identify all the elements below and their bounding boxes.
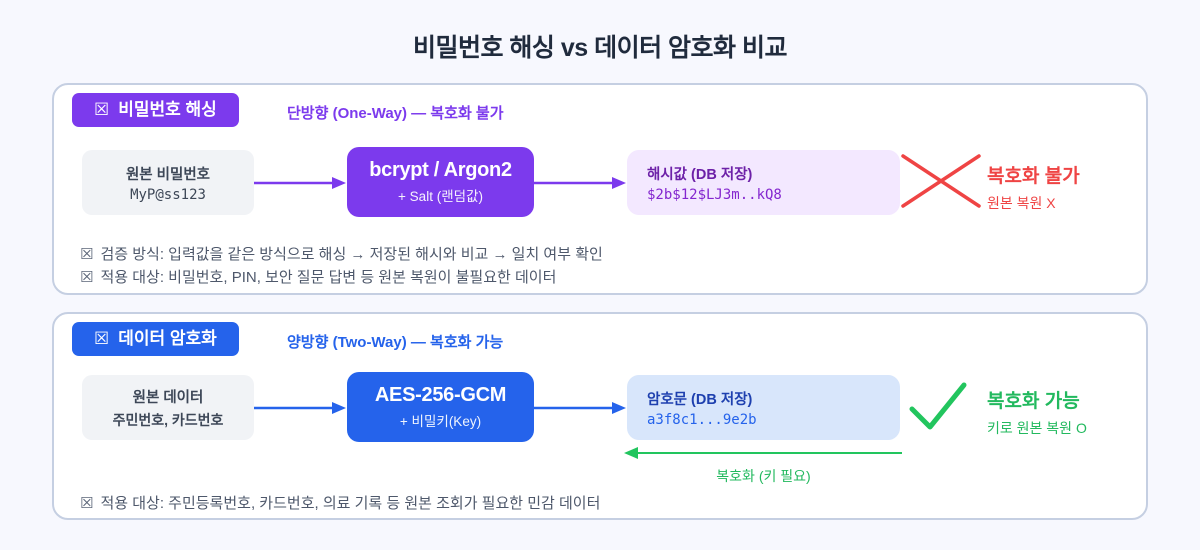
encryption-output-value: a3f8c1...9e2b [647, 411, 757, 428]
hashing-source-box: 원본 비밀번호 MyP@ss123 [82, 150, 254, 215]
hashing-subtitle: 단방향 (One-Way) — 복호화 불가 [287, 105, 504, 122]
encryption-result-title: 복호화 가능 [987, 391, 1080, 412]
encryption-badge-label: 데이터 암호화 [118, 329, 217, 348]
flow-arrow-icon [534, 402, 626, 414]
hashing-source-title: 원본 비밀번호 [125, 166, 211, 183]
hashing-note-usage: ☒ 적용 대상: 비밀번호, PIN, 보안 질문 답변 등 원본 복원이 불필요… [80, 266, 556, 287]
hashing-algo-title: bcrypt / Argon2 [369, 159, 512, 181]
flow-arrow-icon [254, 177, 346, 189]
hashing-result-subtitle: 원본 복원 X [987, 195, 1056, 211]
hashing-source-value: MyP@ss123 [130, 186, 206, 203]
encryption-result: 복호화 가능 키로 원본 복원 O [987, 386, 1087, 438]
hashing-result-title: 복호화 불가 [987, 166, 1080, 187]
note-text: 적용 대상: 비밀번호, PIN, 보안 질문 답변 등 원본 복원이 불필요한… [100, 269, 557, 286]
encryption-badge-glyph-box-icon: ☒ [94, 329, 110, 348]
encryption-source-value: 주민번호, 카드번호 [112, 411, 224, 428]
hashing-output-box: 해시값 (DB 저장) $2b$12$LJ3m..kQ8 [627, 150, 900, 215]
encryption-source-title: 원본 데이터 [132, 389, 204, 406]
hashing-algo-box: bcrypt / Argon2 + Salt (랜덤값) [347, 147, 534, 217]
check-mark-icon [909, 382, 967, 430]
page-title: 비밀번호 해싱 vs 데이터 암호화 비교 [412, 34, 788, 62]
hashing-output-value: $2b$12$LJ3m..kQ8 [647, 186, 782, 203]
note-text: 검증 방식: 입력값을 같은 방식으로 해싱 → 저장된 해시와 비교 → 일치… [100, 246, 603, 263]
note-glyph-box-icon: ☒ [80, 495, 94, 512]
note-text: 적용 대상: 주민등록번호, 카드번호, 의료 기록 등 원본 조회가 필요한 … [100, 495, 601, 512]
encryption-subtitle: 양방향 (Two-Way) — 복호화 가능 [287, 334, 504, 351]
hashing-badge: ☒ 비밀번호 해싱 [72, 93, 239, 127]
return-arrow-label: 복호화 (키 필요) [716, 468, 811, 484]
x-mark-icon [901, 154, 981, 208]
encryption-output-box: 암호문 (DB 저장) a3f8c1...9e2b [627, 375, 900, 440]
encryption-note-usage: ☒ 적용 대상: 주민등록번호, 카드번호, 의료 기록 등 원본 조회가 필요한… [80, 492, 600, 513]
encryption-algo-subtitle: + 비밀키(Key) [399, 414, 482, 429]
encryption-algo-box: AES-256-GCM + 비밀키(Key) [347, 372, 534, 442]
hashing-algo-subtitle: + Salt (랜덤값) [398, 189, 483, 204]
return-arrow-icon [624, 447, 902, 459]
hashing-result: 복호화 불가 원본 복원 X [987, 161, 1080, 213]
encryption-algo-title: AES-256-GCM [374, 384, 507, 406]
encryption-panel: ☒ 데이터 암호화 양방향 (Two-Way) — 복호화 가능 원본 데이터 주… [52, 312, 1148, 520]
hashing-badge-label: 비밀번호 해싱 [118, 100, 217, 119]
flow-arrow-icon [254, 402, 346, 414]
note-glyph-box-icon: ☒ [80, 246, 94, 263]
encryption-result-subtitle: 키로 원본 복원 O [987, 420, 1087, 436]
encryption-badge: ☒ 데이터 암호화 [72, 322, 239, 356]
note-glyph-box-icon: ☒ [80, 269, 94, 286]
encryption-output-title: 암호문 (DB 저장) [647, 391, 753, 408]
hashing-badge-glyph-box-icon: ☒ [94, 100, 110, 119]
hashing-output-title: 해시값 (DB 저장) [647, 166, 753, 183]
hashing-panel: ☒ 비밀번호 해싱 단방향 (One-Way) — 복호화 불가 원본 비밀번호 … [52, 83, 1148, 295]
hashing-note-verification: ☒ 검증 방식: 입력값을 같은 방식으로 해싱 → 저장된 해시와 비교 → 일… [80, 243, 603, 264]
flow-arrow-icon [534, 177, 626, 189]
encryption-source-box: 원본 데이터 주민번호, 카드번호 [82, 375, 254, 440]
